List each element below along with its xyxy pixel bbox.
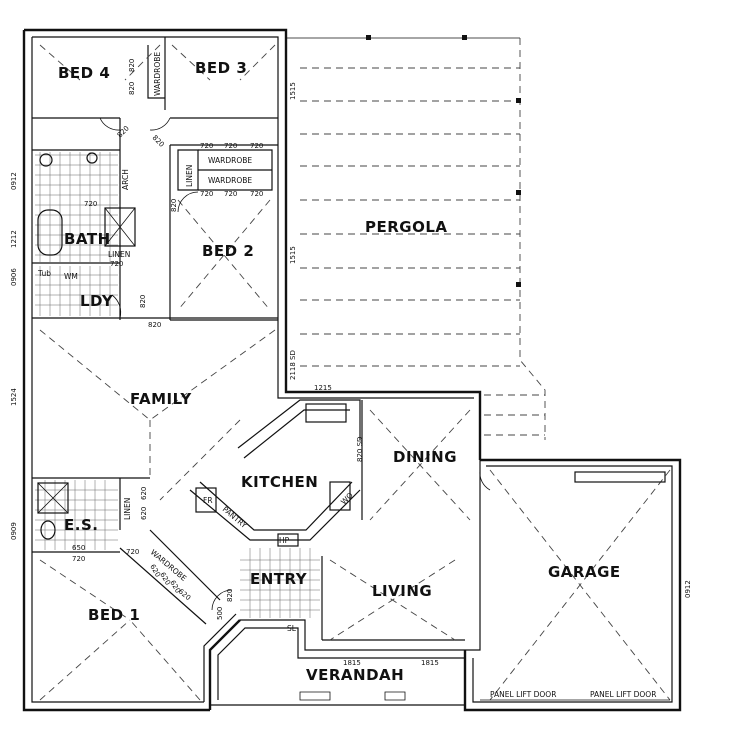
label-fr: FR <box>203 496 213 505</box>
wall-oven-icon <box>329 481 351 511</box>
label-arch: ARCH <box>121 169 130 190</box>
dim: 820 <box>226 589 234 602</box>
dim: 650 <box>72 544 85 552</box>
dim: 1815 <box>421 659 439 667</box>
label-wardrobe-top: WARDROBE <box>153 52 162 96</box>
dim: 720 <box>72 555 85 563</box>
label-wm: WM <box>64 272 78 281</box>
label-hp: HP <box>279 536 290 545</box>
room-ensuite: E.S. <box>64 516 98 534</box>
fixture-labels: WARDROBE WARDROBE WARDROBE WARDROBE LINE… <box>37 52 656 699</box>
label-sl: SL <box>287 624 297 633</box>
window-icon <box>574 471 666 483</box>
room-pergola: PERGOLA <box>365 218 448 236</box>
dim: 0912 <box>10 172 18 190</box>
label-tub: Tub <box>37 269 51 278</box>
label-linen-bath: LINEN <box>108 250 130 259</box>
room-verandah: VERANDAH <box>306 666 404 684</box>
dim: 720 <box>224 190 237 198</box>
dim: 720 <box>84 200 97 208</box>
room-kitchen: KITCHEN <box>241 473 318 491</box>
dim: 820 <box>128 59 136 72</box>
room-living: LIVING <box>372 582 432 600</box>
room-bed1: BED 1 <box>88 606 140 624</box>
dim: 820 <box>116 124 131 139</box>
dim: 720 <box>126 548 139 556</box>
fixtures <box>37 152 670 701</box>
room-entry: ENTRY <box>250 570 308 588</box>
dim: 720 <box>200 190 213 198</box>
shower-es-icon <box>37 482 69 514</box>
interior-walls <box>32 37 465 641</box>
room-ldy: LDY <box>80 292 114 310</box>
dim: 1815 <box>343 659 361 667</box>
exterior-walls <box>22 28 682 712</box>
basin-icon <box>39 153 53 167</box>
room-dining: DINING <box>393 448 457 466</box>
room-bed4: BED 4 <box>58 64 110 82</box>
label-panel-door-2: PANEL LIFT DOOR <box>590 690 656 699</box>
dim: 820 <box>139 295 147 308</box>
ceiling-lines <box>39 44 671 701</box>
wet-area-tiles <box>35 152 320 618</box>
room-garage: GARAGE <box>548 563 621 581</box>
dim: 620 <box>140 487 148 500</box>
bathtub-icon <box>37 209 63 256</box>
basin-2-icon <box>86 152 98 164</box>
room-bath: BATH <box>64 230 111 248</box>
label-linen-top: LINEN <box>185 165 194 187</box>
fridge-icon <box>195 487 217 513</box>
dim: 1212 <box>10 230 18 248</box>
sink-icon <box>305 403 347 423</box>
dim: 820 <box>170 199 178 212</box>
dim: 820 <box>128 82 136 95</box>
dim: 1524 <box>10 388 18 406</box>
dim: 1515 <box>289 246 297 264</box>
dim: 720 <box>224 142 237 150</box>
dim: 720 <box>110 260 123 268</box>
dim: 820 <box>148 321 161 329</box>
label-wardrobe-mid1: WARDROBE <box>208 156 252 165</box>
dim: 820 <box>151 134 166 149</box>
dim: 820 SD <box>356 437 364 462</box>
dim: 0906 <box>10 268 18 286</box>
dim: 720 <box>250 142 263 150</box>
pergola <box>286 35 546 440</box>
dim: 0912 <box>684 580 692 598</box>
dim: 620 <box>140 507 148 520</box>
door-swings <box>99 117 491 611</box>
room-bed2: BED 2 <box>202 242 254 260</box>
dim: 500 <box>216 607 224 620</box>
room-family: FAMILY <box>130 390 192 408</box>
shower-icon <box>104 207 136 247</box>
label-panel-door-1: PANEL LIFT DOOR <box>490 690 556 699</box>
dim: 1515 <box>289 82 297 100</box>
label-wardrobe-mid2: WARDROBE <box>208 176 252 185</box>
dim: 720 <box>250 190 263 198</box>
toilet-icon <box>40 520 56 540</box>
label-linen-es: LINEN <box>123 498 132 520</box>
dimension-labels: 820 820 820 820 820 820 820 820 720 720 … <box>10 59 692 667</box>
dim: 720 <box>200 142 213 150</box>
dim: 1215 <box>314 384 332 392</box>
room-labels: BED 4 BED 3 BED 2 BATH LDY PERGOLA FAMIL… <box>58 59 621 684</box>
dim: 0909 <box>10 522 18 540</box>
room-bed3: BED 3 <box>195 59 247 77</box>
label-pantry: PANTRY <box>221 505 249 531</box>
hotplate-icon <box>277 533 299 547</box>
dim: 2118 SD <box>289 350 297 380</box>
